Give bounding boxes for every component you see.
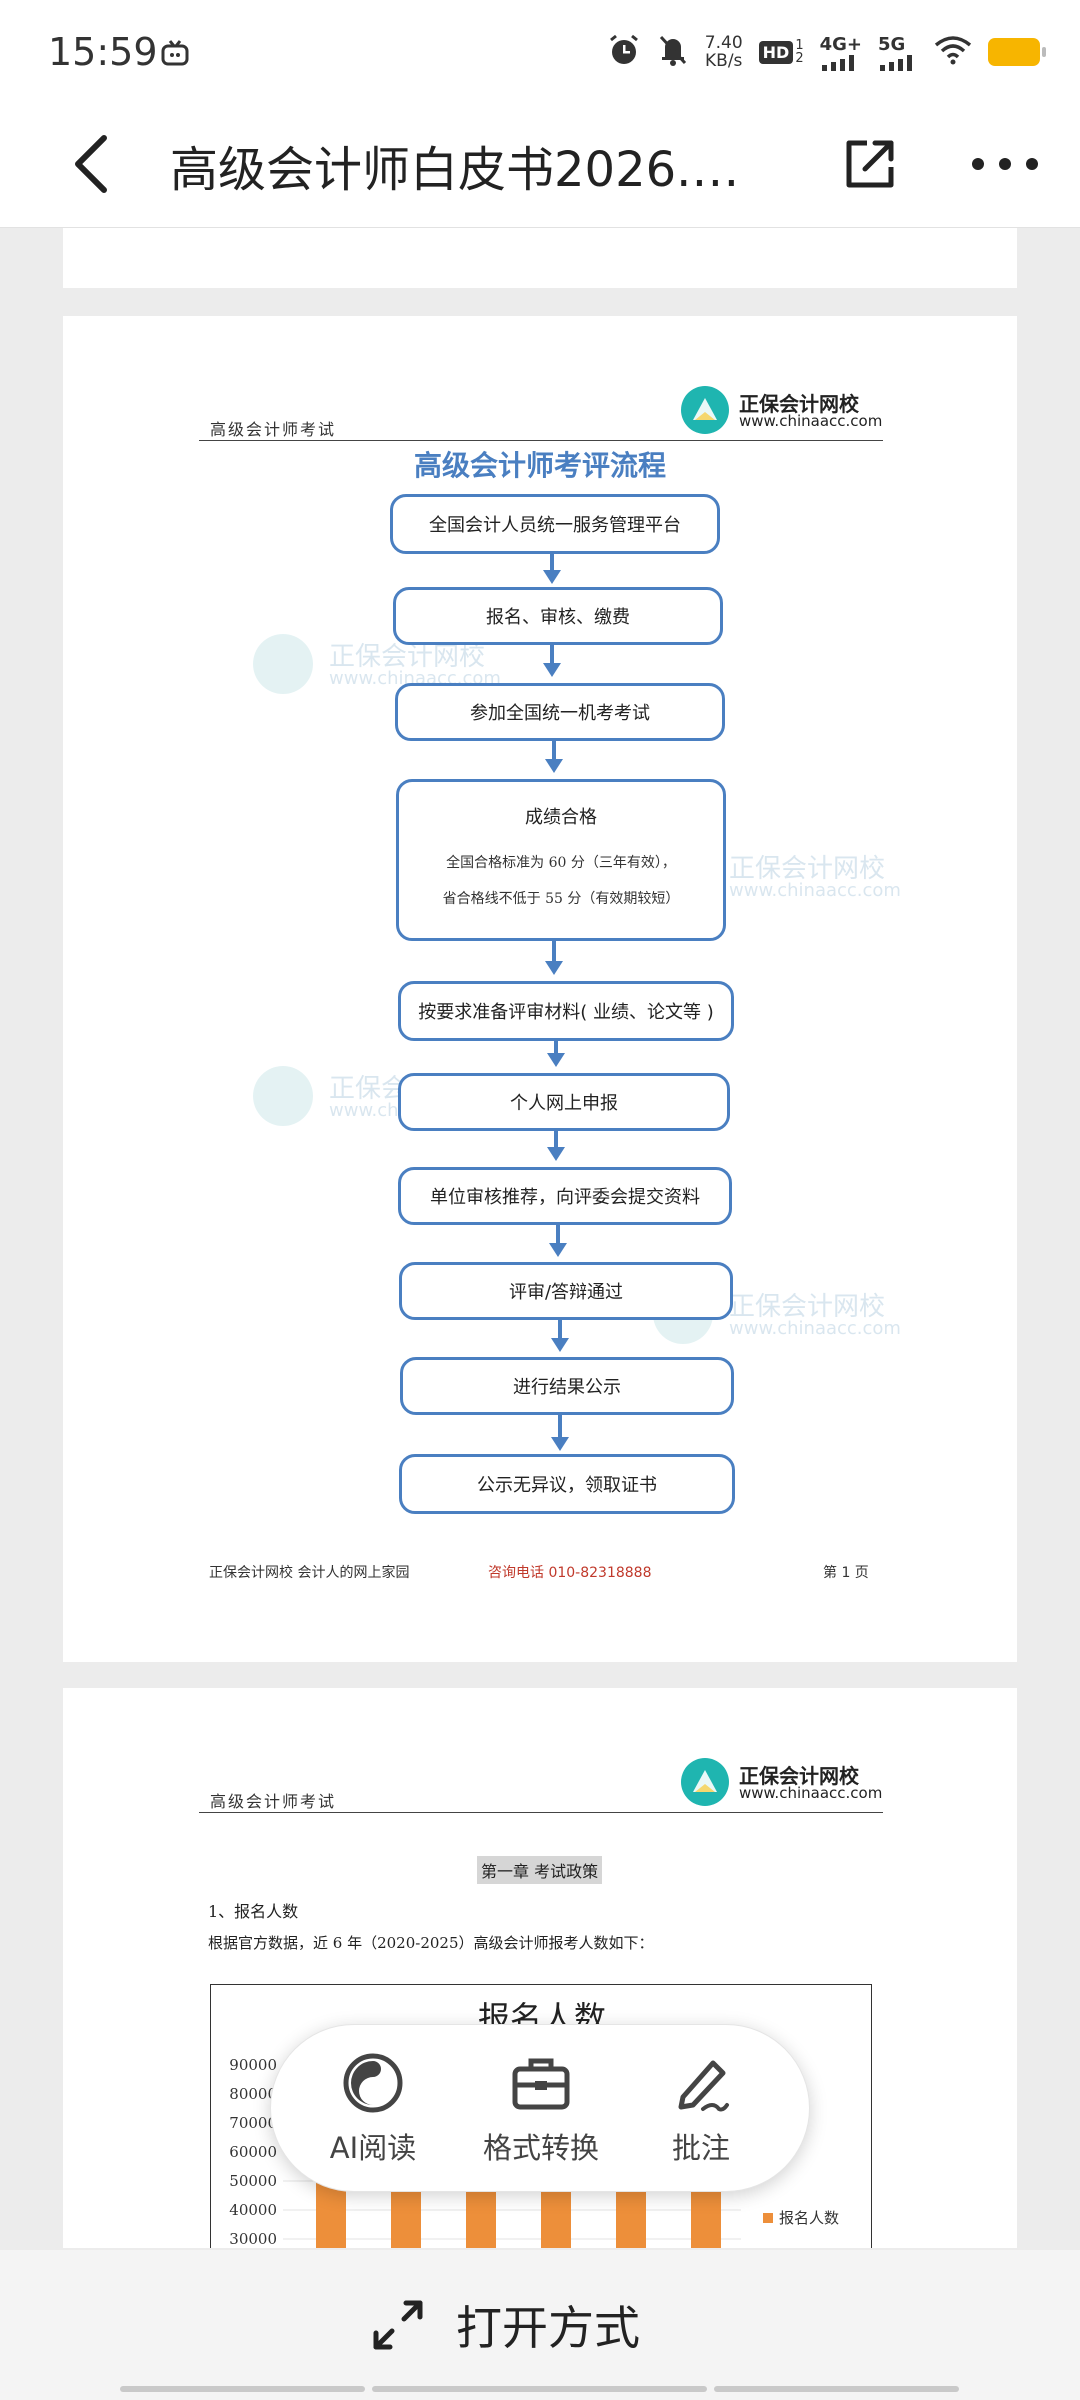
flow-arrow [549,1225,567,1259]
nav-indicator [120,2386,365,2392]
format-convert-button[interactable]: 格式转换 [461,2051,621,2171]
brand-logo-url: www.chinaacc.com [739,1784,883,1802]
page-header-text: 高级会计师考试 [210,420,337,439]
flow-arrow [545,941,563,977]
flow-arrow [547,1131,565,1163]
chart-y-tick: 50000 [229,2172,277,2190]
chart-legend-swatch [763,2213,773,2223]
brand-logo-icon [681,1758,729,1806]
open-with-label: 打开方式 [456,2301,640,2355]
page-header-divider [199,440,883,441]
mute-icon [657,33,689,71]
more-menu-button[interactable] [960,124,1050,204]
flow-step-5: 按要求准备评审材料( 业绩、论文等 ) [398,981,734,1041]
signal-4g: 4G+ [820,34,862,71]
qualify-note-2: 省合格线不低于 55 分（有效期较短） [442,891,680,907]
flow-step-4-title: 成绩合格 [525,807,597,828]
section-text: 根据官方数据，近 6 年（2020-2025）高级会计师报考人数如下： [208,1934,654,1952]
chart-y-tick: 70000 [229,2114,277,2132]
flow-arrow [547,1041,565,1069]
net-speed: 7.40 KB/s [704,33,743,71]
flow-step-3: 参加全国统一机考考试 [395,683,725,741]
chart-y-tick: 30000 [229,2230,277,2248]
flow-step-10: 公示无异议，领取证书 [399,1454,735,1514]
document-title: 高级会计师白皮书2026.… [170,142,740,198]
page-number: 第 1 页 [823,1565,869,1581]
share-icon [846,140,894,188]
flow-step-6: 个人网上申报 [398,1073,730,1131]
brand-logo-name: 正保会计网校 [739,1764,859,1788]
bottom-bar: 打开方式 [0,2250,1080,2400]
chapter-title: 第一章 考试政策 [477,1856,603,1884]
share-button[interactable] [830,124,910,204]
ai-read-label: AI阅读 [329,2131,417,2165]
chart-y-tick: 40000 [229,2201,277,2219]
back-arrow-icon [75,135,107,193]
flow-arrow [545,741,563,775]
section-heading: 1、报名人数 [208,1902,299,1921]
ai-read-icon [343,2053,403,2113]
nav-indicator [714,2386,959,2392]
annotate-button[interactable]: 批注 [621,2051,781,2171]
nav-indicator [372,2386,707,2392]
qualify-note-1: 全国合格标准为 60 分（三年有效）， [446,855,676,871]
floating-toolbar: AI阅读 格式转换 批注 [270,2024,810,2192]
flow-step-4: 成绩合格 全国合格标准为 60 分（三年有效）， 省合格线不低于 55 分（有效… [396,779,726,941]
battery-icon [988,38,1046,66]
briefcase-icon [512,2058,570,2110]
format-convert-label: 格式转换 [482,2131,599,2165]
open-with-button[interactable]: 打开方式 [370,2290,640,2360]
chart-legend-label: 报名人数 [779,2209,839,2227]
signal-5g: 5G [878,34,918,71]
page-header-text: 高级会计师考试 [210,1792,337,1811]
flow-arrow [551,1415,569,1453]
pen-icon [678,2060,729,2112]
flow-title: 高级会计师考评流程 [413,449,666,482]
chart-y-tick: 60000 [229,2143,277,2161]
flow-step-9: 进行结果公示 [400,1357,734,1415]
brand-logo-url: www.chinaacc.com [739,412,883,430]
chart-y-tick: 90000 [229,2056,277,2074]
ai-read-button[interactable]: AI阅读 [293,2051,453,2171]
annotate-label: 批注 [671,2131,730,2165]
previous-page [63,228,1017,288]
flow-arrow [551,1320,569,1354]
flow-step-2: 报名、审核、缴费 [393,587,723,645]
brand-logo: 正保会计网校 www.chinaacc.com [681,386,883,436]
brand-logo-name: 正保会计网校 [739,392,859,416]
brand-logo-icon [681,386,729,434]
expand-icon [373,2300,423,2350]
wifi-icon [934,35,972,69]
flow-step-7: 单位审核推荐，向评委会提交资料 [398,1167,732,1225]
tv-app-icon [160,38,190,72]
page-header-divider [199,1812,883,1813]
back-button[interactable] [50,124,130,204]
page-footer-phone: 咨询电话 010-82318888 [488,1565,652,1581]
more-dots-icon [972,158,1038,170]
status-time: 15:59 [48,30,158,74]
alarm-icon [607,33,641,71]
brand-logo: 正保会计网校 www.chinaacc.com [681,1758,883,1808]
flow-arrow [543,554,561,584]
app-header: 高级会计师白皮书2026.… [0,100,1080,228]
flow-arrow [543,645,561,679]
flow-step-8: 评审/答辩通过 [399,1262,733,1320]
flow-step-1: 全国会计人员统一服务管理平台 [390,494,720,554]
chart-y-tick: 80000 [229,2085,277,2103]
page-footer-left: 正保会计网校 会计人的网上家园 [209,1565,410,1581]
